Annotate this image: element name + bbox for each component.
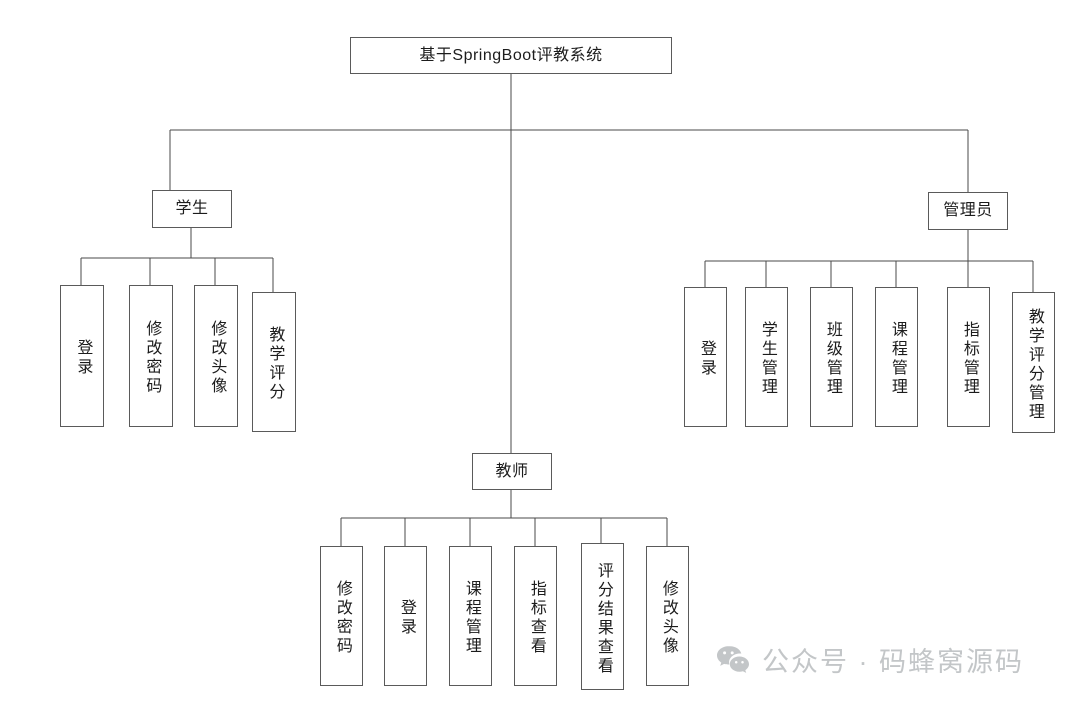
node-admin-indicator-management[interactable]: 指标管理 bbox=[947, 287, 990, 427]
node-student-change-password-label: 修改密码 bbox=[143, 320, 161, 396]
node-admin[interactable]: 管理员 bbox=[928, 192, 1008, 230]
node-teacher-score-result-view[interactable]: 评分结果查看 bbox=[581, 543, 624, 690]
node-student-change-avatar[interactable]: 修改头像 bbox=[194, 285, 238, 427]
wechat-icon bbox=[716, 645, 750, 675]
node-teacher-course-management[interactable]: 课程管理 bbox=[449, 546, 492, 686]
node-admin-student-management-label: 学生管理 bbox=[758, 321, 776, 397]
node-student-login-label: 登录 bbox=[74, 339, 92, 377]
node-admin-class-management[interactable]: 班级管理 bbox=[810, 287, 853, 427]
node-teacher-label: 教师 bbox=[495, 462, 529, 480]
node-admin-class-management-label: 班级管理 bbox=[823, 321, 841, 397]
node-admin-teaching-score-management[interactable]: 教学评分管理 bbox=[1012, 292, 1055, 433]
node-admin-login-label: 登录 bbox=[697, 340, 715, 378]
node-teacher-login-label: 登录 bbox=[397, 599, 415, 637]
node-admin-label: 管理员 bbox=[943, 202, 993, 220]
node-teacher-change-avatar[interactable]: 修改头像 bbox=[646, 546, 689, 686]
node-student-login[interactable]: 登录 bbox=[60, 285, 104, 427]
node-admin-student-management[interactable]: 学生管理 bbox=[745, 287, 788, 427]
node-teacher-indicator-view-label: 指标查看 bbox=[527, 580, 545, 656]
node-teacher-course-management-label: 课程管理 bbox=[462, 580, 480, 656]
node-teacher[interactable]: 教师 bbox=[472, 453, 552, 490]
node-teacher-login[interactable]: 登录 bbox=[384, 546, 427, 686]
node-teacher-change-password[interactable]: 修改密码 bbox=[320, 546, 363, 686]
node-admin-course-management-label: 课程管理 bbox=[888, 321, 906, 397]
node-student-change-avatar-label: 修改头像 bbox=[208, 320, 226, 396]
node-student[interactable]: 学生 bbox=[152, 190, 232, 228]
node-admin-teaching-score-management-label: 教学评分管理 bbox=[1025, 307, 1043, 422]
node-teacher-change-avatar-label: 修改头像 bbox=[659, 580, 677, 656]
node-teacher-score-result-view-label: 评分结果查看 bbox=[594, 561, 612, 676]
node-teacher-change-password-label: 修改密码 bbox=[333, 580, 351, 656]
node-root[interactable]: 基于SpringBoot评教系统 bbox=[350, 37, 672, 74]
node-student-label: 学生 bbox=[175, 200, 209, 218]
node-teacher-indicator-view[interactable]: 指标查看 bbox=[514, 546, 557, 686]
node-student-change-password[interactable]: 修改密码 bbox=[129, 285, 173, 427]
node-student-teaching-score[interactable]: 教学评分 bbox=[252, 292, 296, 432]
node-admin-course-management[interactable]: 课程管理 bbox=[875, 287, 918, 427]
watermark: 公众号 · 码蜂窝源码 bbox=[716, 640, 1024, 679]
node-student-teaching-score-label: 教学评分 bbox=[266, 326, 284, 402]
node-admin-indicator-management-label: 指标管理 bbox=[960, 321, 978, 397]
node-admin-login[interactable]: 登录 bbox=[684, 287, 727, 427]
watermark-text: 公众号 · 码蜂窝源码 bbox=[762, 647, 1024, 677]
node-root-label: 基于SpringBoot评教系统 bbox=[419, 46, 603, 64]
